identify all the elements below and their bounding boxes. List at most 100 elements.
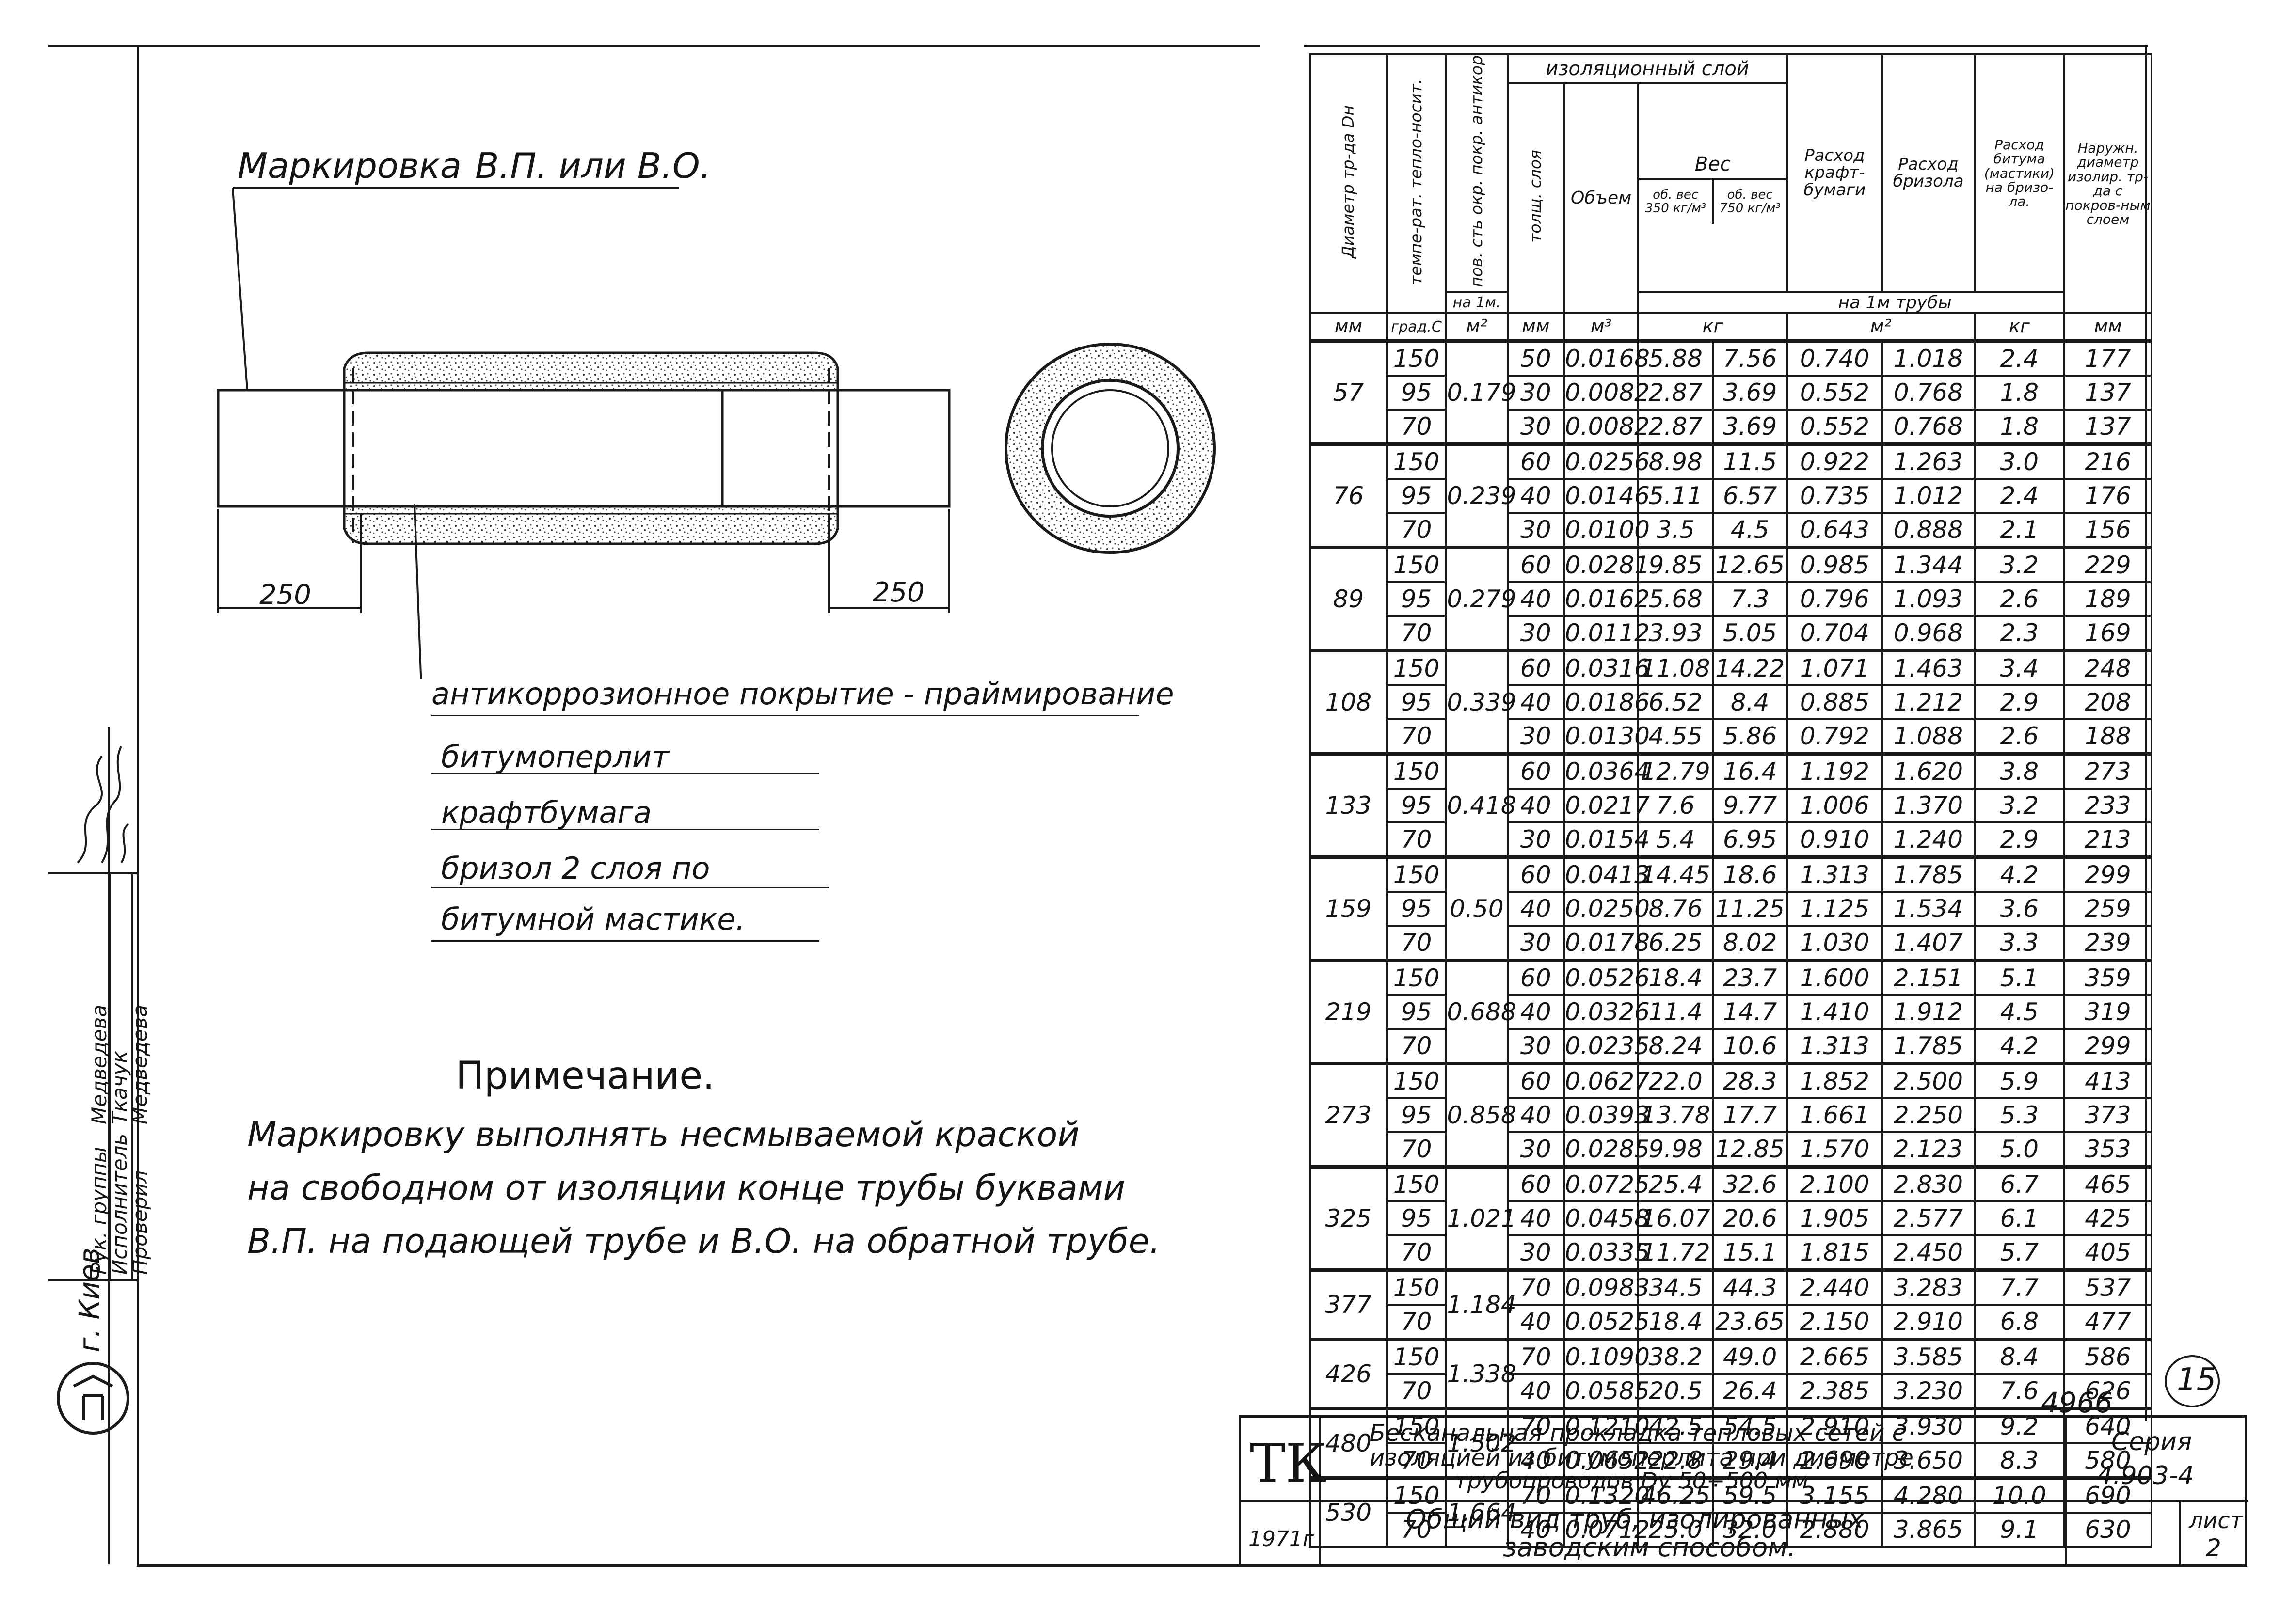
cell-kraft: 1.125 <box>1786 891 1883 927</box>
cell-bitumen: 3.2 <box>1973 788 2065 824</box>
stamp-signatures <box>77 746 129 864</box>
cell-kraft: 2.665 <box>1786 1338 1883 1375</box>
cell-surface: 0.339 <box>1445 649 1516 755</box>
cell-volume: 0.0525 <box>1563 1304 1650 1341</box>
stamp-block: Рук. группы Исполнитель Проверил Медведе… <box>48 727 152 1281</box>
frame-top-right <box>1304 45 2148 47</box>
cell-weight-350: 9.98 <box>1637 1131 1714 1168</box>
cell-bitumen: 3.3 <box>1973 925 2065 962</box>
header-brizol: Расход бризола <box>1881 53 1976 293</box>
cell-bitumen: 1.8 <box>1973 409 2065 445</box>
cell-diameter: 480 <box>1309 1407 1388 1479</box>
title-line-1: Бесканальная прокладка тепловых сетей с <box>1370 1420 1905 1447</box>
cell-kraft: 1.192 <box>1786 752 1883 790</box>
cell-kraft: 2.440 <box>1786 1268 1883 1306</box>
note-line-3: В.П. на подающей трубе и В.О. на обратно… <box>247 1221 1161 1261</box>
cell-temperature: 95 <box>1386 478 1447 514</box>
cell-weight-750: 5.05 <box>1711 615 1788 652</box>
cell-weight-350: 8.98 <box>1637 442 1714 480</box>
cell-kraft: 0.985 <box>1786 546 1883 584</box>
cell-outer-diameter: 233 <box>2063 788 2153 824</box>
cell-brizol: 2.910 <box>1881 1304 1976 1341</box>
cell-surface: 0.239 <box>1445 442 1516 549</box>
unit-temperature: град.С <box>1386 312 1447 342</box>
cell-temperature: 95 <box>1386 684 1447 721</box>
cell-diameter: 108 <box>1309 649 1388 755</box>
subtitle-line-1: Общий вид труб, изолированных <box>1406 1504 1864 1534</box>
cell-brizol: 1.263 <box>1881 442 1976 480</box>
cell-temperature: 150 <box>1386 546 1447 584</box>
cell-weight-350: 22.8 <box>1637 1442 1714 1479</box>
cell-weight-750: 23.7 <box>1711 959 1788 996</box>
cell-volume: 0.0082 <box>1563 409 1650 445</box>
cell-thickness: 40 <box>1506 684 1565 721</box>
cell-volume: 0.0154 <box>1563 821 1650 858</box>
cell-weight-750: 14.7 <box>1711 994 1788 1030</box>
cell-weight-750: 10.6 <box>1711 1028 1788 1065</box>
cell-temperature: 150 <box>1386 339 1447 377</box>
cell-thickness: 60 <box>1506 649 1565 687</box>
cell-diameter: 530 <box>1309 1476 1388 1548</box>
cell-bitumen: 4.5 <box>1973 994 2065 1030</box>
cell-brizol: 1.212 <box>1881 684 1976 721</box>
cell-weight-350: 46.25 <box>1637 1476 1714 1514</box>
cell-brizol: 1.240 <box>1881 821 1976 858</box>
cell-temperature: 70 <box>1386 925 1447 962</box>
cell-weight-350: 8.76 <box>1637 891 1714 927</box>
cell-diameter: 57 <box>1309 339 1388 445</box>
cell-brizol: 4.280 <box>1881 1476 1976 1514</box>
cell-volume: 0.0725 <box>1563 1165 1650 1203</box>
cell-thickness: 60 <box>1506 959 1565 996</box>
page-number: 15 <box>2177 1362 2216 1398</box>
layer-line-2 <box>431 773 819 774</box>
cell-kraft: 1.852 <box>1786 1062 1883 1100</box>
cell-brizol: 1.534 <box>1881 891 1976 927</box>
title-line-3: трубопроводов Dy 50÷500 мм <box>1454 1468 1809 1494</box>
layer-line-3 <box>431 829 819 830</box>
cell-volume: 0.0712 <box>1563 1512 1650 1548</box>
cell-kraft: 0.552 <box>1786 375 1883 411</box>
cell-weight-750: 59.5 <box>1711 1476 1788 1514</box>
cell-outer-diameter: 137 <box>2063 375 2153 411</box>
cross-section <box>1004 343 1216 554</box>
cell-thickness: 40 <box>1506 1373 1565 1410</box>
layer-leader <box>414 504 422 679</box>
cell-outer-diameter: 248 <box>2063 649 2153 687</box>
cell-outer-diameter: 208 <box>2063 684 2153 721</box>
cell-diameter: 377 <box>1309 1268 1388 1341</box>
cell-temperature: 150 <box>1386 1268 1447 1306</box>
cell-outer-diameter: 137 <box>2063 409 2153 445</box>
cell-kraft: 1.313 <box>1786 855 1883 893</box>
cell-brizol: 2.123 <box>1881 1131 1976 1168</box>
cell-weight-750: 12.65 <box>1711 546 1788 584</box>
cell-thickness: 70 <box>1506 1476 1565 1514</box>
units-row: мм град.С м² мм м³ кг м² кг мм <box>1309 312 2153 342</box>
cell-brizol: 0.968 <box>1881 615 1976 652</box>
cell-weight-350: 16.07 <box>1637 1200 1714 1237</box>
header-diameter: Диаметр тр-да Dн <box>1309 53 1388 315</box>
cell-surface: 0.418 <box>1445 752 1516 858</box>
cell-weight-350: 13.78 <box>1637 1097 1714 1134</box>
cell-thickness: 40 <box>1506 788 1565 824</box>
cell-weight-750: 15.1 <box>1711 1234 1788 1271</box>
marking-value: В.П. или В.О. <box>475 145 711 186</box>
cell-brizol: 2.500 <box>1881 1062 1976 1100</box>
cell-weight-750: 28.3 <box>1711 1062 1788 1100</box>
cell-weight-750: 23.65 <box>1711 1304 1788 1341</box>
cell-brizol: 0.888 <box>1881 512 1976 549</box>
cell-surface: 1.664 <box>1445 1476 1516 1548</box>
cell-weight-750: 9.77 <box>1711 788 1788 824</box>
